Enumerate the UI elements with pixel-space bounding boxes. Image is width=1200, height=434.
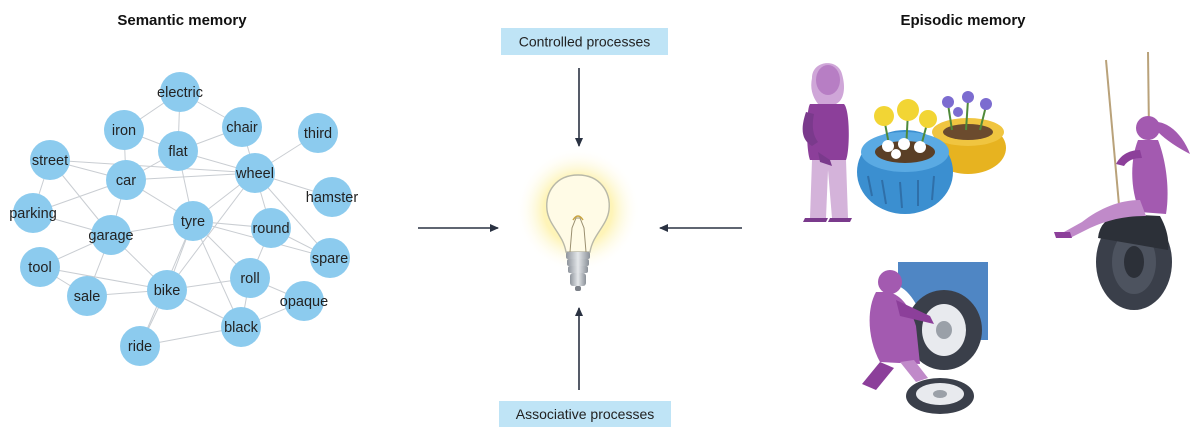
node-circle	[30, 140, 70, 180]
node-label: car	[116, 173, 136, 189]
node-bike: bike	[147, 270, 187, 310]
node-label: electric	[157, 85, 203, 101]
node-chair: chair	[222, 107, 262, 147]
associative-processes-label: Associative processes	[516, 406, 655, 422]
node-spare: spare	[310, 238, 350, 278]
node-circle	[298, 113, 338, 153]
tyre-change-illustration	[862, 262, 988, 414]
controlled-processes-label: Controlled processes	[519, 34, 651, 50]
node-label: wheel	[235, 166, 274, 182]
edge-street-wheel	[49, 159, 256, 174]
node-circle	[310, 238, 350, 278]
node-circle	[173, 201, 213, 241]
node-circle	[230, 258, 270, 298]
node-circle	[120, 326, 160, 366]
node-circle	[158, 131, 198, 171]
node-electric: electric	[157, 72, 203, 112]
semantic-network-nodes: electric iron chair third flat street car wheel…	[9, 72, 358, 366]
node-label: flat	[168, 144, 187, 160]
node-sale: sale	[67, 276, 107, 316]
node-circle	[251, 208, 291, 248]
node-circle	[106, 160, 146, 200]
node-label: tool	[28, 260, 51, 276]
woman-standing-figure	[802, 63, 852, 222]
edge-car-wheel	[125, 172, 256, 181]
node-label: opaque	[280, 294, 328, 310]
node-label: third	[304, 126, 332, 142]
node-label: street	[32, 153, 68, 169]
associative-processes-box: Associative processes	[499, 401, 671, 427]
node-hamster: hamster	[306, 177, 359, 217]
node-circle	[312, 177, 352, 217]
node-label: ride	[128, 339, 152, 355]
node-tyre: tyre	[173, 201, 213, 241]
node-car: car	[106, 160, 146, 200]
node-wheel: wheel	[235, 153, 275, 193]
node-circle	[160, 72, 200, 112]
node-garage: garage	[88, 215, 134, 255]
semantic-memory-title: Semantic memory	[117, 12, 247, 29]
node-opaque: opaque	[280, 281, 328, 321]
tyre-planters-illustration	[857, 91, 1006, 214]
tyre-swing-illustration	[1054, 51, 1190, 310]
node-circle	[13, 193, 53, 233]
node-circle	[67, 276, 107, 316]
node-circle	[221, 307, 261, 347]
node-label: bike	[154, 283, 181, 299]
node-black: black	[221, 307, 261, 347]
node-ride: ride	[120, 326, 160, 366]
node-flat: flat	[158, 131, 198, 171]
node-street: street	[30, 140, 70, 180]
node-label: hamster	[306, 190, 359, 206]
node-circle	[235, 153, 275, 193]
node-circle	[104, 110, 144, 150]
node-label: spare	[312, 251, 348, 267]
edge-wheel-bike	[166, 172, 256, 291]
episodic-memory-title: Episodic memory	[900, 12, 1026, 29]
node-iron: iron	[104, 110, 144, 150]
light-bulb-icon	[516, 148, 640, 291]
controlled-processes-box: Controlled processes	[501, 28, 668, 55]
node-label: tyre	[181, 214, 205, 230]
node-third: third	[298, 113, 338, 153]
node-circle	[91, 215, 131, 255]
node-round: round	[251, 208, 291, 248]
node-label: roll	[240, 271, 259, 287]
node-label: sale	[74, 289, 101, 305]
node-tool: tool	[20, 247, 60, 287]
node-circle	[20, 247, 60, 287]
node-circle	[147, 270, 187, 310]
node-label: iron	[112, 123, 136, 139]
node-label: parking	[9, 206, 57, 222]
node-label: round	[252, 221, 289, 237]
node-label: chair	[226, 120, 258, 136]
node-circle	[284, 281, 324, 321]
node-roll: roll	[230, 258, 270, 298]
edge-bike-tool	[39, 266, 168, 291]
node-circle	[222, 107, 262, 147]
node-parking: parking	[9, 193, 57, 233]
node-label: black	[224, 320, 259, 336]
node-label: garage	[88, 228, 133, 244]
